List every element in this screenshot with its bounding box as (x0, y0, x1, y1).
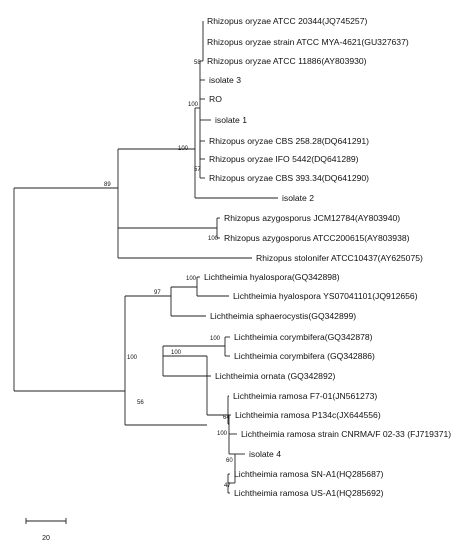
taxon-label: Rhizopus azygosporus JCM12784(AY803940) (224, 213, 400, 223)
support-value: 89 (104, 182, 111, 188)
taxon-label: isolate 4 (249, 449, 281, 459)
support-value: 100 (127, 355, 138, 361)
taxon-label: RO (209, 94, 222, 104)
taxon-label: Lichtheimia ramosa P134c(JX644556) (235, 410, 381, 420)
support-value: 100 (210, 336, 221, 342)
taxon-labels: Rhizopus oryzae ATCC 20344(JQ745257) Rhiz… (204, 16, 451, 498)
taxon-label: Lichtheimia ramosa F7-01(JN561273) (233, 391, 377, 401)
support-value: 56 (137, 400, 144, 406)
taxon-label: isolate 3 (209, 75, 241, 85)
taxon-label: Lichtheimia sphaerocystis(GQ342899) (210, 311, 356, 321)
taxon-label: Rhizopus azygosporus ATCC200615(AY803938… (224, 233, 410, 243)
taxon-label: Lichtheimia corymbifera (GQ342886) (234, 351, 375, 361)
support-value: 64 (223, 415, 230, 421)
taxon-label: Rhizopus oryzae ATCC 11886(AY803930) (207, 56, 367, 66)
support-value: 100 (217, 431, 228, 437)
scale-bar: 20 (25, 518, 67, 542)
taxon-label: Rhizopus stolonifer ATCC10437(AY625075) (256, 253, 423, 263)
support-value: 58 (194, 60, 201, 66)
tree-branches (13, 21, 278, 494)
taxon-label: Lichtheimia hyalospora YS07041101(JQ9126… (233, 291, 418, 301)
taxon-label: Rhizopus oryzae CBS 393.34(DQ641290) (209, 173, 369, 183)
support-values: 58 100 100 57 89 100 100 97 100 100 100 56 64 100 60 47 (104, 60, 233, 489)
taxon-label: Lichtheimia ornata (GQ342892) (215, 371, 336, 381)
taxon-label: isolate 2 (282, 193, 314, 203)
taxon-label: Rhizopus oryzae CBS 258.28(DQ641291) (209, 136, 369, 146)
support-value: 100 (178, 146, 189, 152)
taxon-label: Rhizopus oryzae ATCC 20344(JQ745257) (207, 16, 367, 26)
taxon-label: Lichtheimia ramosa strain CNRMA/F 02-33 … (241, 429, 451, 439)
taxon-label: Rhizopus oryzae strain ATCC MYA-4621(GU3… (207, 37, 409, 47)
support-value: 100 (186, 276, 197, 282)
taxon-label: Lichtheimia ramosa SN-A1(HQ285687) (234, 469, 384, 479)
scale-bar-label: 20 (42, 535, 50, 542)
support-value: 97 (154, 290, 161, 296)
support-value: 100 (188, 102, 199, 108)
support-value: 100 (171, 350, 182, 356)
taxon-label: Lichtheimia corymbifera(GQ342878) (234, 332, 373, 342)
support-value: 100 (208, 236, 219, 242)
support-value: 60 (226, 458, 233, 464)
taxon-label: Lichtheimia hyalospora(GQ342898) (204, 272, 340, 282)
taxon-label: Rhizopus oryzae IFO 5442(DQ641289) (209, 154, 359, 164)
taxon-label: isolate 1 (215, 115, 247, 125)
support-value: 57 (194, 167, 201, 173)
taxon-label: Lichtheimia ramosa US-A1(HQ285692) (234, 488, 384, 498)
support-value: 47 (224, 483, 231, 489)
